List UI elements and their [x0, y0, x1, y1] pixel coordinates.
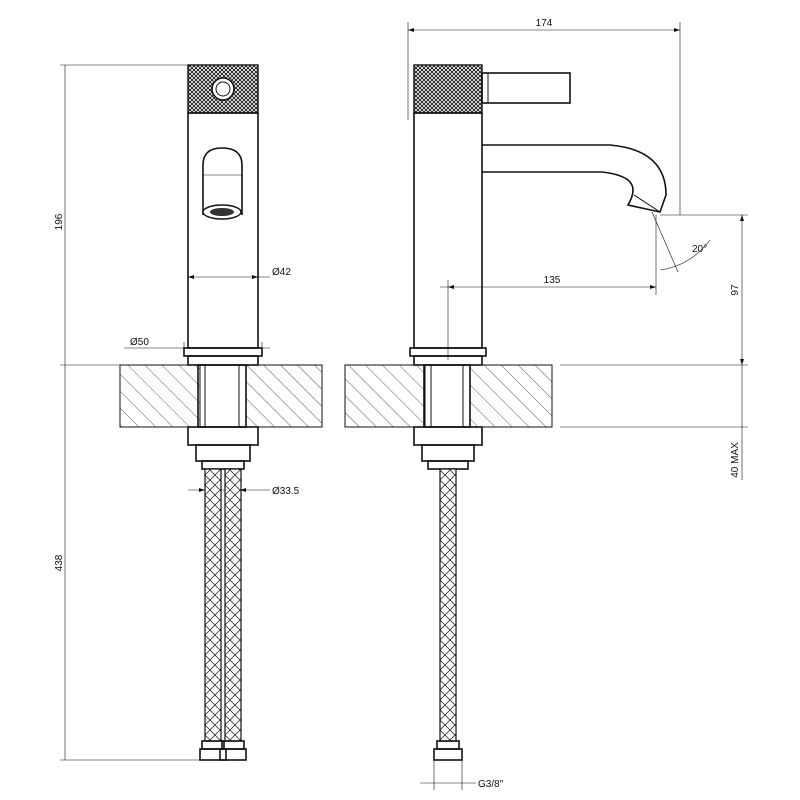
spout: [482, 144, 667, 213]
total-width-label: 174: [536, 18, 553, 29]
front-view: 196 438 Ø42 Ø50: [54, 64, 323, 761]
spout-height-label: 97: [730, 284, 741, 296]
body-diameter-label: Ø42: [272, 267, 291, 278]
height-below-label: 438: [54, 554, 65, 571]
hose-2: [224, 468, 242, 742]
height-above-label: 196: [54, 213, 65, 230]
spout-angle-label: 20°: [692, 244, 707, 255]
deck-thickness-label: 40 MAX: [730, 442, 741, 478]
hose-1: [204, 468, 222, 742]
spout-reach-label: 135: [544, 275, 561, 286]
side-hose: [439, 468, 457, 742]
side-knurled-handle: [413, 64, 483, 114]
deck-right-b: [469, 364, 553, 428]
deck-left-a: [119, 364, 201, 428]
side-view: 174 20° 135 97 40 MAX: [344, 18, 748, 790]
deck-left-b: [245, 364, 323, 428]
lever: [481, 72, 571, 104]
hose-diameter-label: Ø33.5: [272, 486, 300, 497]
thread-label: G3/8": [478, 779, 504, 790]
deck-right-a: [344, 364, 426, 428]
base-diameter-label: Ø50: [130, 337, 149, 348]
